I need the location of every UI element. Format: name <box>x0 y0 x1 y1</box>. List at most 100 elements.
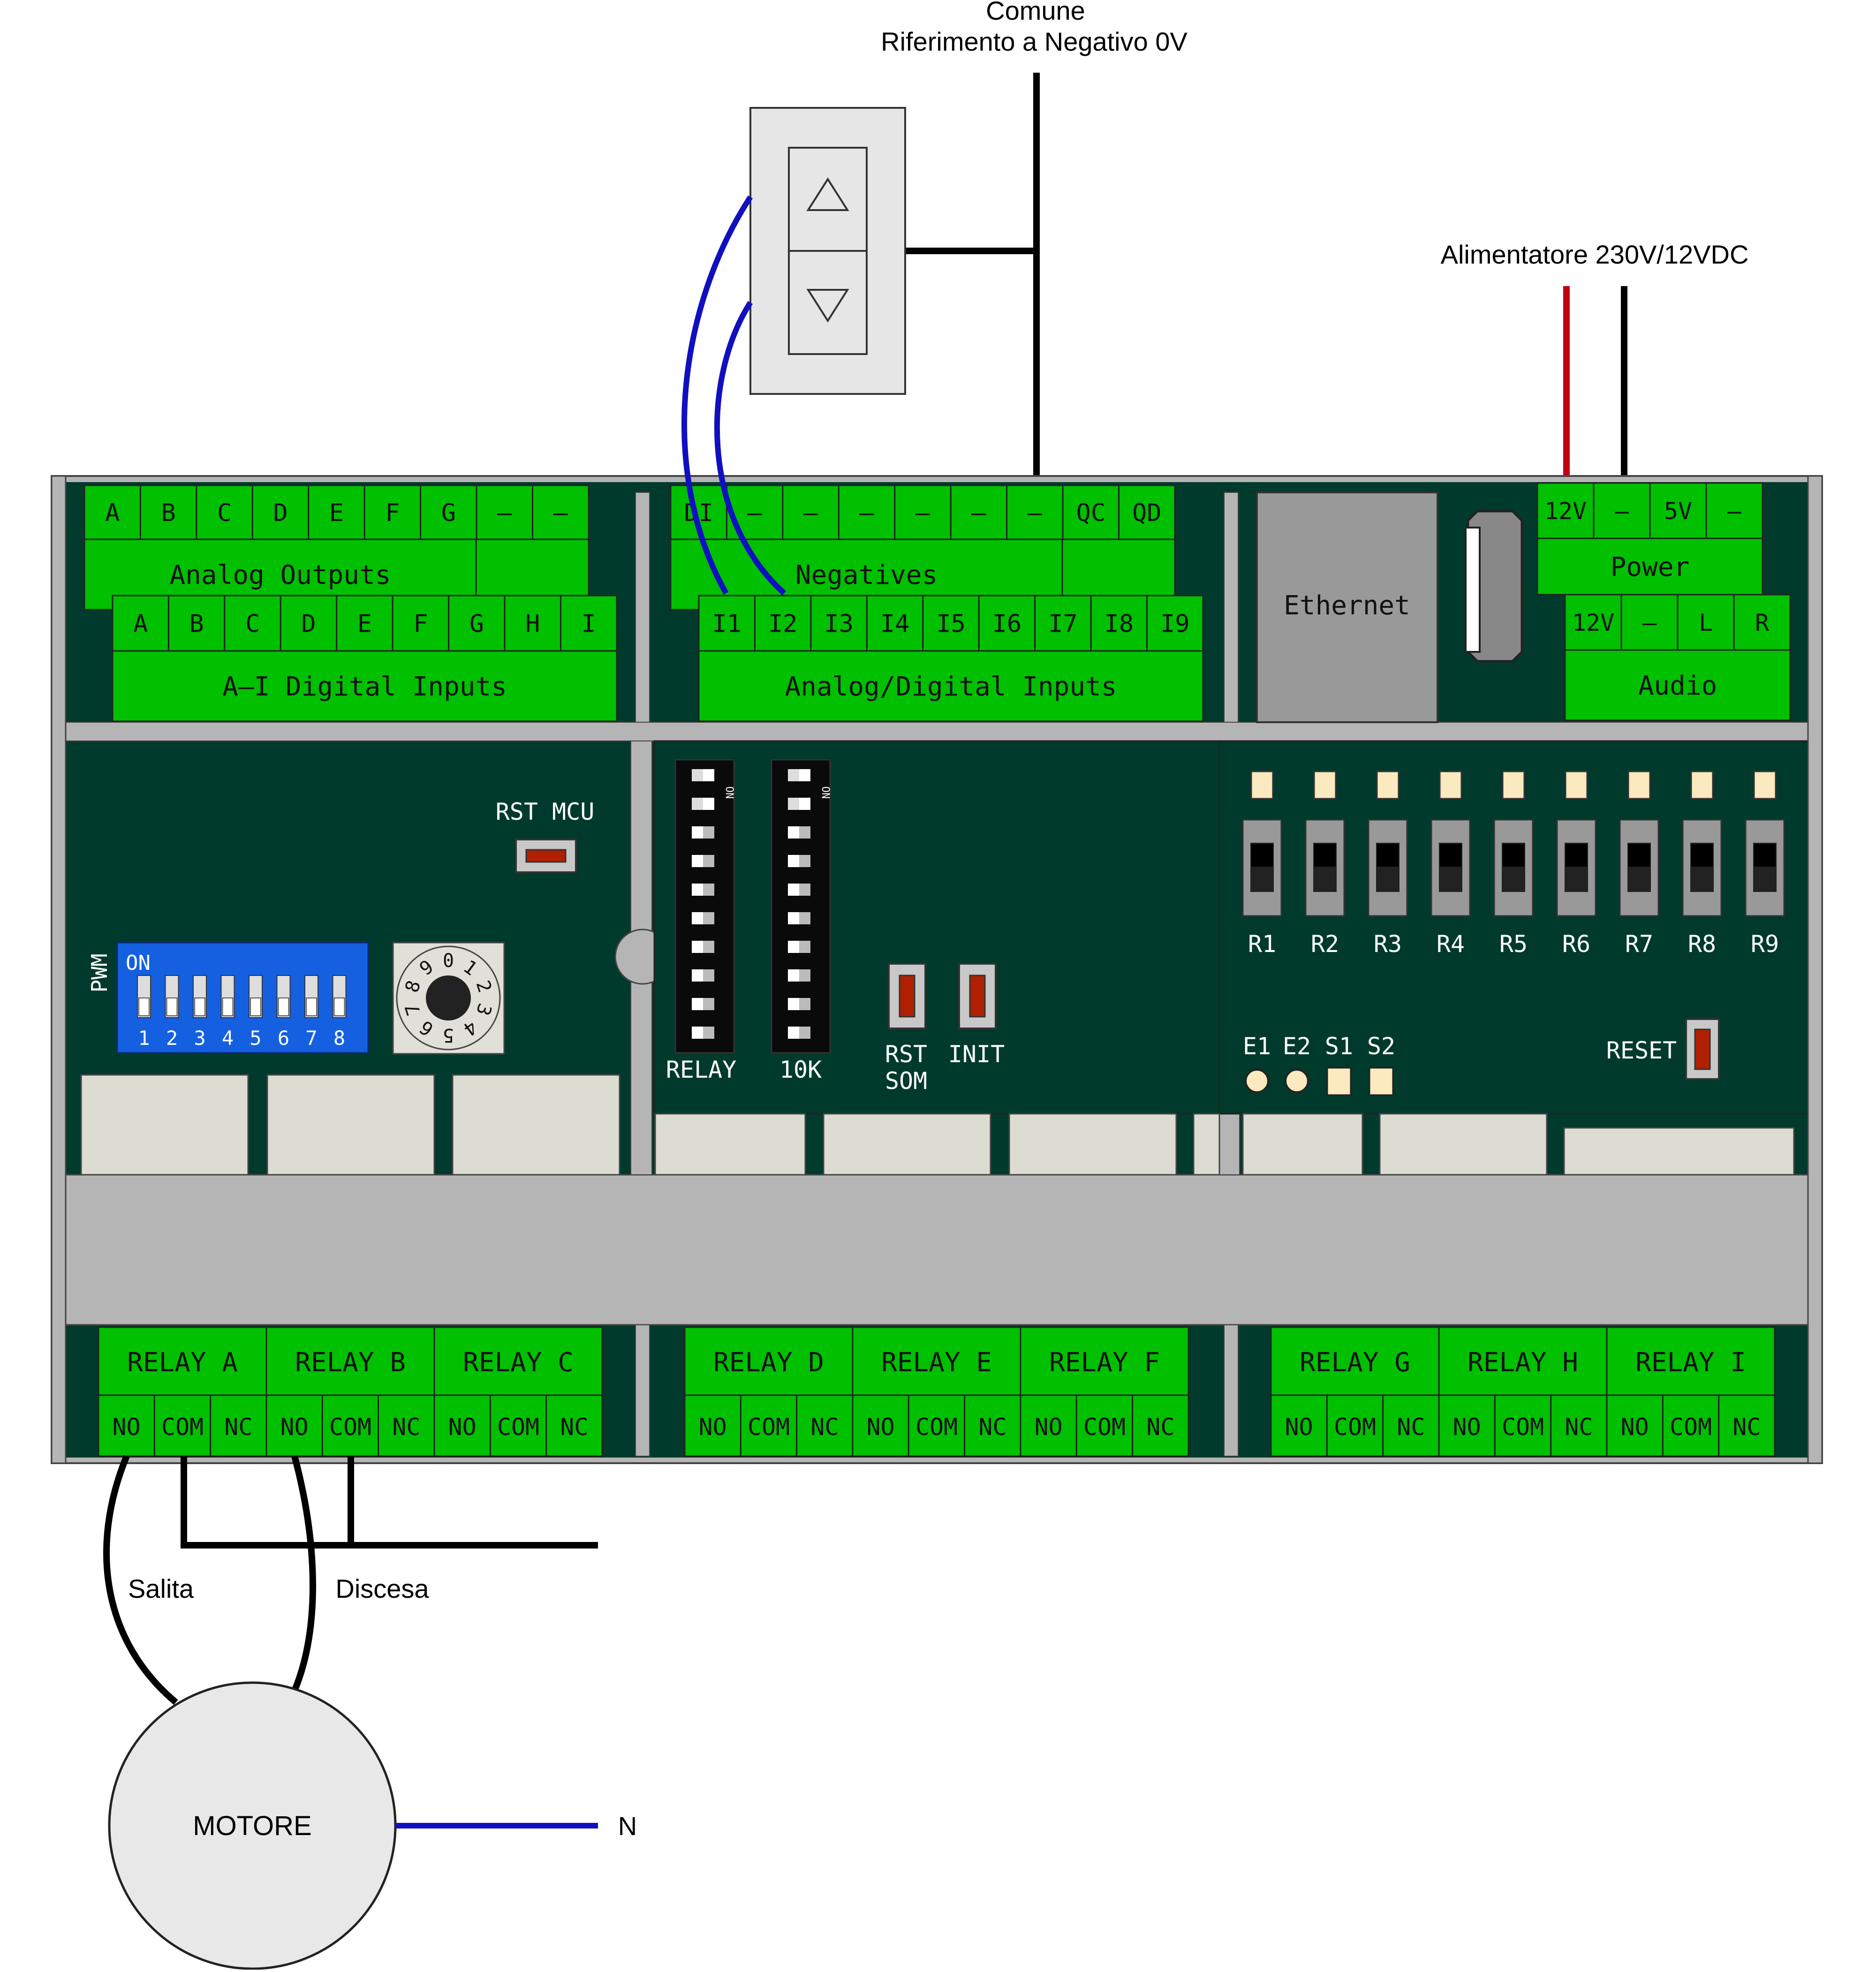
relay-contact[interactable] <box>796 1394 854 1457</box>
negatives-pin[interactable] <box>950 484 1008 540</box>
analog-outputs-pin-label: A <box>105 499 120 527</box>
analog-digital-inputs-pin-label: I3 <box>824 610 854 638</box>
motor-label: MOTORE <box>193 1811 312 1841</box>
analog-outputs-pin[interactable] <box>196 484 253 540</box>
rotary-knob[interactable] <box>426 975 471 1020</box>
analog-digital-inputs-pin[interactable] <box>810 595 868 652</box>
relay-switch[interactable]: R8 <box>1682 771 1722 958</box>
analog-digital-inputs-pin[interactable] <box>866 595 924 652</box>
relay-contact[interactable] <box>1550 1394 1608 1457</box>
relay-contact[interactable] <box>740 1394 798 1457</box>
analog-outputs-pin[interactable] <box>139 484 197 540</box>
relay-terminal-label: RELAY F <box>1049 1347 1160 1378</box>
relay-contact[interactable] <box>1132 1394 1189 1457</box>
relay-switch[interactable]: R3 <box>1368 771 1408 958</box>
analog-digital-inputs-pin[interactable] <box>978 595 1036 652</box>
negatives-pin-label: – <box>803 499 818 527</box>
relay-contact[interactable] <box>321 1394 379 1457</box>
relay-switch[interactable]: R1 <box>1242 771 1282 958</box>
audio-label: Audio <box>1564 649 1791 721</box>
relay-contact[interactable] <box>964 1394 1021 1457</box>
analog-outputs-pin-label: F <box>385 499 400 527</box>
status-led <box>1245 1069 1269 1093</box>
relay-switch[interactable]: R6 <box>1556 771 1596 958</box>
relay-contact-label: COM <box>1502 1413 1544 1441</box>
relay-contact[interactable] <box>1718 1394 1776 1457</box>
relay-contact[interactable] <box>545 1394 603 1457</box>
audio-pin[interactable] <box>1677 594 1735 651</box>
relay-contact[interactable] <box>433 1394 491 1457</box>
relay-contact[interactable] <box>1075 1394 1134 1457</box>
ethernet-port[interactable]: Ethernet <box>1256 491 1438 723</box>
dip-switch-number: 2 <box>166 1027 178 1050</box>
dip-switch-number: 3 <box>194 1027 205 1050</box>
relay-contact[interactable] <box>1494 1394 1552 1457</box>
neutral-label: N <box>618 1811 637 1841</box>
digital-inputs-pin[interactable] <box>560 595 618 652</box>
up-motor-wire <box>103 1455 178 1705</box>
relay-contact[interactable] <box>265 1394 323 1457</box>
relay-contact[interactable] <box>1270 1394 1328 1457</box>
relay-jumper-strip[interactable]: ON <box>674 759 735 1054</box>
negatives-pin[interactable] <box>1062 484 1120 540</box>
relay-contact[interactable] <box>1438 1394 1496 1457</box>
relay-switch-label: R2 <box>1311 930 1339 958</box>
analog-digital-inputs-pin[interactable] <box>922 595 980 652</box>
audio-pin[interactable] <box>1733 594 1791 651</box>
negatives-pin[interactable] <box>894 484 952 540</box>
relay-switch[interactable]: R5 <box>1493 771 1534 958</box>
triangle-up-icon <box>806 177 849 211</box>
relay-switch[interactable]: R9 <box>1745 771 1785 958</box>
relay-switch[interactable]: R2 <box>1305 771 1345 958</box>
dip-switch-number: 8 <box>333 1027 345 1050</box>
digital-inputs-pin[interactable] <box>504 595 562 652</box>
relay-contact[interactable] <box>489 1394 547 1457</box>
audio-pin-label: – <box>1642 609 1657 636</box>
status-led <box>1326 1067 1352 1096</box>
analog-outputs-pin[interactable] <box>420 484 477 540</box>
relay-contact-label: NO <box>1621 1413 1649 1441</box>
status-led-label: S1 <box>1325 1033 1353 1060</box>
com-bridge-wire <box>181 1456 598 1549</box>
init-button[interactable] <box>958 963 997 1029</box>
relay-contact-label: NO <box>1035 1413 1063 1441</box>
analog-outputs-pin-label: G <box>441 499 456 527</box>
audio-pin[interactable] <box>1620 594 1679 651</box>
relay-led <box>1690 771 1714 800</box>
negatives-pin-label: – <box>1028 499 1043 527</box>
relay-contact[interactable] <box>908 1394 966 1457</box>
analog-digital-inputs-pin[interactable] <box>698 595 756 652</box>
negatives-pin[interactable] <box>1118 484 1176 540</box>
relay-contact[interactable] <box>98 1394 155 1457</box>
expansion-slot <box>1379 1113 1548 1176</box>
relay-switch[interactable]: R7 <box>1619 771 1659 958</box>
negatives-pin[interactable] <box>782 484 840 540</box>
relay-contact[interactable] <box>852 1394 909 1457</box>
relay-strip-label: RELAY <box>666 1056 737 1083</box>
down-wire-label: Discesa <box>335 1574 429 1603</box>
audio-pin[interactable] <box>1564 594 1622 651</box>
analog-digital-inputs-pin[interactable] <box>1090 595 1148 652</box>
analog-outputs-pin[interactable] <box>83 484 141 540</box>
analog-digital-inputs-pin[interactable] <box>754 595 812 652</box>
reset-button[interactable] <box>1685 1018 1720 1080</box>
analog-digital-inputs-pin-label: I1 <box>712 610 741 638</box>
power-pin[interactable] <box>1536 482 1595 539</box>
rst-mcu-button[interactable] <box>515 839 577 873</box>
tenk-jumper-strip[interactable]: ON <box>771 759 831 1054</box>
relay-contact[interactable] <box>153 1394 212 1457</box>
relay-terminal-label: RELAY B <box>295 1347 406 1378</box>
analog-digital-inputs-pin[interactable] <box>1146 595 1204 652</box>
relay-contact[interactable] <box>1326 1394 1384 1457</box>
rst-som-button[interactable] <box>888 963 926 1029</box>
relay-switch[interactable]: R4 <box>1430 771 1471 958</box>
power-pin-label: – <box>1615 498 1629 525</box>
usb-port[interactable] <box>1465 510 1523 663</box>
expansion-connectors <box>80 1074 1795 1176</box>
up-down-switch <box>749 107 906 395</box>
relay-contact[interactable] <box>210 1394 267 1457</box>
